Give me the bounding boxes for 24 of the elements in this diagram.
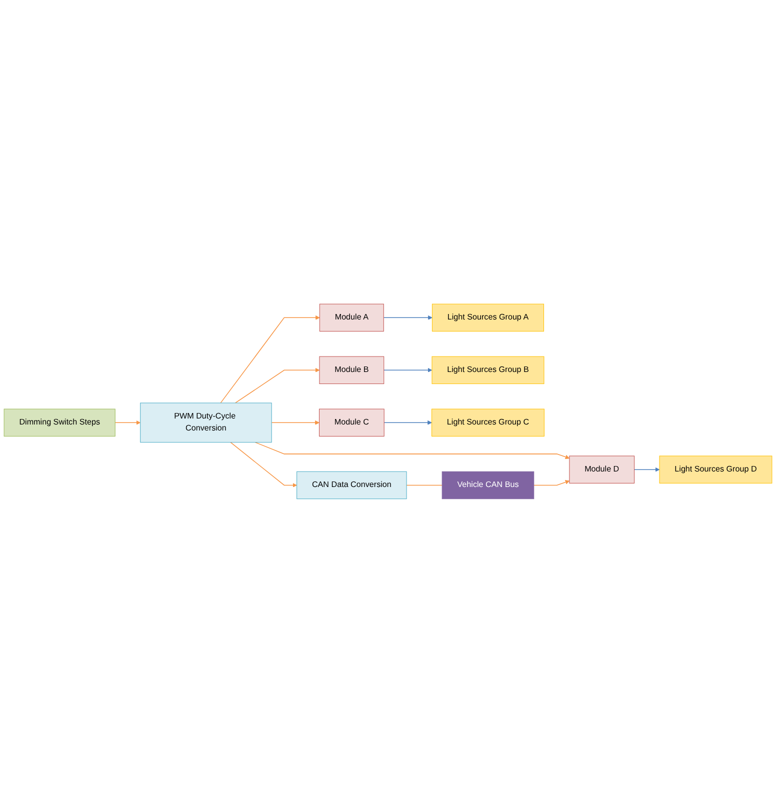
process-box: Light Sources Group B bbox=[432, 356, 544, 384]
arrow bbox=[271, 420, 320, 425]
process-box: Dimming Switch Steps bbox=[4, 408, 116, 437]
process-box: Module D bbox=[569, 456, 635, 484]
process-box: Module A bbox=[319, 304, 384, 332]
process-box: CAN Data Conversion bbox=[296, 471, 407, 500]
arrow bbox=[220, 316, 320, 404]
arrow bbox=[230, 442, 298, 488]
arrow bbox=[114, 420, 141, 425]
arrow bbox=[534, 480, 570, 486]
process-box: PWM Duty-Cycle Conversion bbox=[140, 402, 272, 443]
arrow bbox=[254, 442, 570, 460]
bus-bar: Vehicle CAN Bus bbox=[442, 471, 534, 500]
arrow bbox=[383, 316, 432, 320]
process-box: Light Sources Group D bbox=[659, 456, 772, 484]
process-box: Light Sources Group C bbox=[432, 408, 544, 437]
process-box: Light Sources Group A bbox=[432, 304, 544, 332]
connector-line bbox=[406, 484, 442, 486]
process-box: Module B bbox=[319, 356, 384, 384]
process-box: Module C bbox=[319, 408, 384, 437]
arrow bbox=[234, 368, 320, 404]
arrow bbox=[384, 420, 432, 425]
arrow bbox=[384, 368, 432, 372]
arrow bbox=[634, 467, 660, 472]
